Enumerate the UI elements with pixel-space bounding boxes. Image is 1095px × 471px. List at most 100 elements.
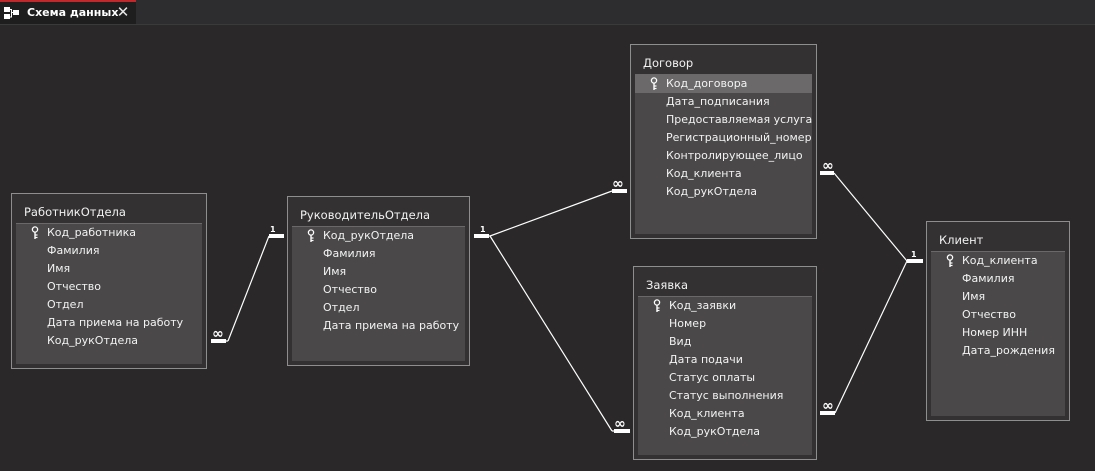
tab-data-schema[interactable]: Схема данных ✕: [0, 0, 136, 24]
field-item[interactable]: Номер ИНН: [931, 324, 1065, 342]
field-item[interactable]: Фамилия: [16, 242, 202, 260]
field-name: Предоставляемая услуга: [666, 113, 813, 126]
field-item[interactable]: Код_работника: [16, 224, 202, 242]
key-icon: [307, 229, 315, 242]
cardinality-one-label: 1: [270, 225, 276, 234]
cardinality-one-label: 1: [911, 250, 917, 259]
field-name: Код_рукОтдела: [47, 334, 138, 347]
field-name: Вид: [669, 335, 692, 348]
field-item[interactable]: Код_рукОтдела: [16, 332, 202, 350]
field-name: Отчество: [47, 280, 102, 293]
field-item[interactable]: Статус оплаты: [638, 369, 812, 387]
tab-title: Схема данных: [27, 6, 119, 19]
field-name: Имя: [962, 290, 986, 303]
relationships-icon: [4, 7, 19, 19]
field-item[interactable]: Отчество: [16, 278, 202, 296]
field-name: Код_рукОтдела: [323, 229, 414, 242]
cardinality-many-label: ∞: [614, 416, 626, 432]
key-icon: [653, 299, 661, 312]
field-item[interactable]: Код_заявки: [638, 297, 812, 315]
field-item[interactable]: Код_рукОтдела: [638, 423, 812, 441]
field-item[interactable]: Имя: [931, 288, 1065, 306]
cardinality-many-label: ∞: [212, 326, 224, 342]
table-title: Заявка: [646, 278, 689, 292]
field-item[interactable]: Дата_рождения: [931, 342, 1065, 360]
field-name: Отдел: [47, 298, 84, 311]
field-item[interactable]: Код_клиента: [638, 405, 812, 423]
key-icon: [946, 254, 954, 267]
field-name: Контролирующее_лицо: [666, 149, 803, 162]
field-item[interactable]: Имя: [16, 260, 202, 278]
key-icon: [31, 226, 39, 239]
field-name: Отчество: [323, 283, 378, 296]
field-item[interactable]: Вид: [638, 333, 812, 351]
field-name: Регистрационный_номер: [666, 131, 812, 144]
field-item[interactable]: Дата приема на работу: [16, 314, 202, 332]
field-name: Номер: [669, 317, 707, 330]
field-item[interactable]: Код_рукОтдела: [635, 183, 812, 201]
cardinality-many-label: ∞: [822, 398, 834, 414]
field-item[interactable]: Код_клиента: [635, 165, 812, 183]
field-name: Фамилия: [323, 247, 376, 260]
field-name: Дата приема на работу: [323, 319, 460, 332]
field-name: Фамилия: [962, 272, 1015, 285]
field-name: Дата приема на работу: [47, 316, 184, 329]
field-name: Дата_подписания: [666, 95, 770, 108]
field-name: Код_клиента: [962, 254, 1038, 267]
field-list: Код_договора Дата_подписания Предоставля…: [635, 74, 812, 234]
cardinality-many-label: ∞: [822, 158, 834, 174]
field-name: Имя: [323, 265, 347, 278]
field-name: Фамилия: [47, 244, 100, 257]
field-name: Код_работника: [47, 226, 137, 239]
field-item[interactable]: Фамилия: [931, 270, 1065, 288]
field-list: Код_работника Фамилия Имя Отчество Отдел…: [16, 223, 202, 364]
field-item[interactable]: Отчество: [292, 281, 465, 299]
field-name: Код_договора: [666, 77, 748, 90]
table-zayavka[interactable]: Заявка Код_заявки Номер Вид Дата подачи …: [633, 266, 817, 460]
field-name: Отчество: [962, 308, 1017, 321]
field-item[interactable]: Фамилия: [292, 245, 465, 263]
field-name: Дата_рождения: [962, 344, 1055, 357]
field-list: Код_рукОтдела Фамилия Имя Отчество Отдел…: [292, 226, 465, 361]
field-item[interactable]: Код_рукОтдела: [292, 227, 465, 245]
field-list: Код_клиента Фамилия Имя Отчество Номер И…: [931, 251, 1065, 416]
field-item[interactable]: Статус выполнения: [638, 387, 812, 405]
key-icon: [650, 77, 658, 90]
table-title: Договор: [643, 56, 694, 70]
close-icon[interactable]: ✕: [116, 3, 130, 21]
field-list: Код_заявки Номер Вид Дата подачи Статус …: [638, 296, 812, 455]
table-title: Клиент: [939, 233, 984, 247]
field-name: Код_заявки: [669, 299, 737, 312]
field-item[interactable]: Имя: [292, 263, 465, 281]
field-name: Код_рукОтдела: [666, 185, 757, 198]
field-item[interactable]: Дата_подписания: [635, 93, 812, 111]
field-item[interactable]: Дата приема на работу: [292, 317, 465, 335]
field-item[interactable]: Дата подачи: [638, 351, 812, 369]
field-name: Код_клиента: [666, 167, 742, 180]
field-name: Код_рукОтдела: [669, 425, 760, 438]
field-item[interactable]: Номер: [638, 315, 812, 333]
table-klient[interactable]: Клиент Код_клиента Фамилия Имя Отчество …: [926, 221, 1070, 421]
cardinality-one-label: 1: [480, 225, 486, 234]
field-name: Номер ИНН: [962, 326, 1028, 339]
field-name: Имя: [47, 262, 71, 275]
field-item[interactable]: Отдел: [292, 299, 465, 317]
field-item[interactable]: Код_клиента: [931, 252, 1065, 270]
table-rabotnik-otdela[interactable]: РаботникОтдела Код_работника Фамилия Имя…: [11, 193, 207, 369]
table-dogovor[interactable]: Договор Код_договора Дата_подписания Пре…: [630, 44, 817, 239]
field-item[interactable]: Контролирующее_лицо: [635, 147, 812, 165]
field-item[interactable]: Предоставляемая услуга: [635, 111, 812, 129]
field-name: Код_клиента: [669, 407, 745, 420]
table-rukovoditel-otdela[interactable]: РуководительОтдела Код_рукОтдела Фамилия…: [287, 196, 470, 366]
field-item[interactable]: Отдел: [16, 296, 202, 314]
field-name: Дата подачи: [669, 353, 743, 366]
cardinality-many-label: ∞: [612, 176, 624, 192]
document-tab-bar: Схема данных ✕: [0, 0, 1095, 25]
table-title: РуководительОтдела: [300, 208, 431, 222]
field-item-selected[interactable]: Код_договора: [635, 75, 812, 93]
field-name: Статус оплаты: [669, 371, 756, 384]
field-item[interactable]: Регистрационный_номер: [635, 129, 812, 147]
field-item[interactable]: Отчество: [931, 306, 1065, 324]
table-title: РаботникОтдела: [24, 205, 126, 219]
